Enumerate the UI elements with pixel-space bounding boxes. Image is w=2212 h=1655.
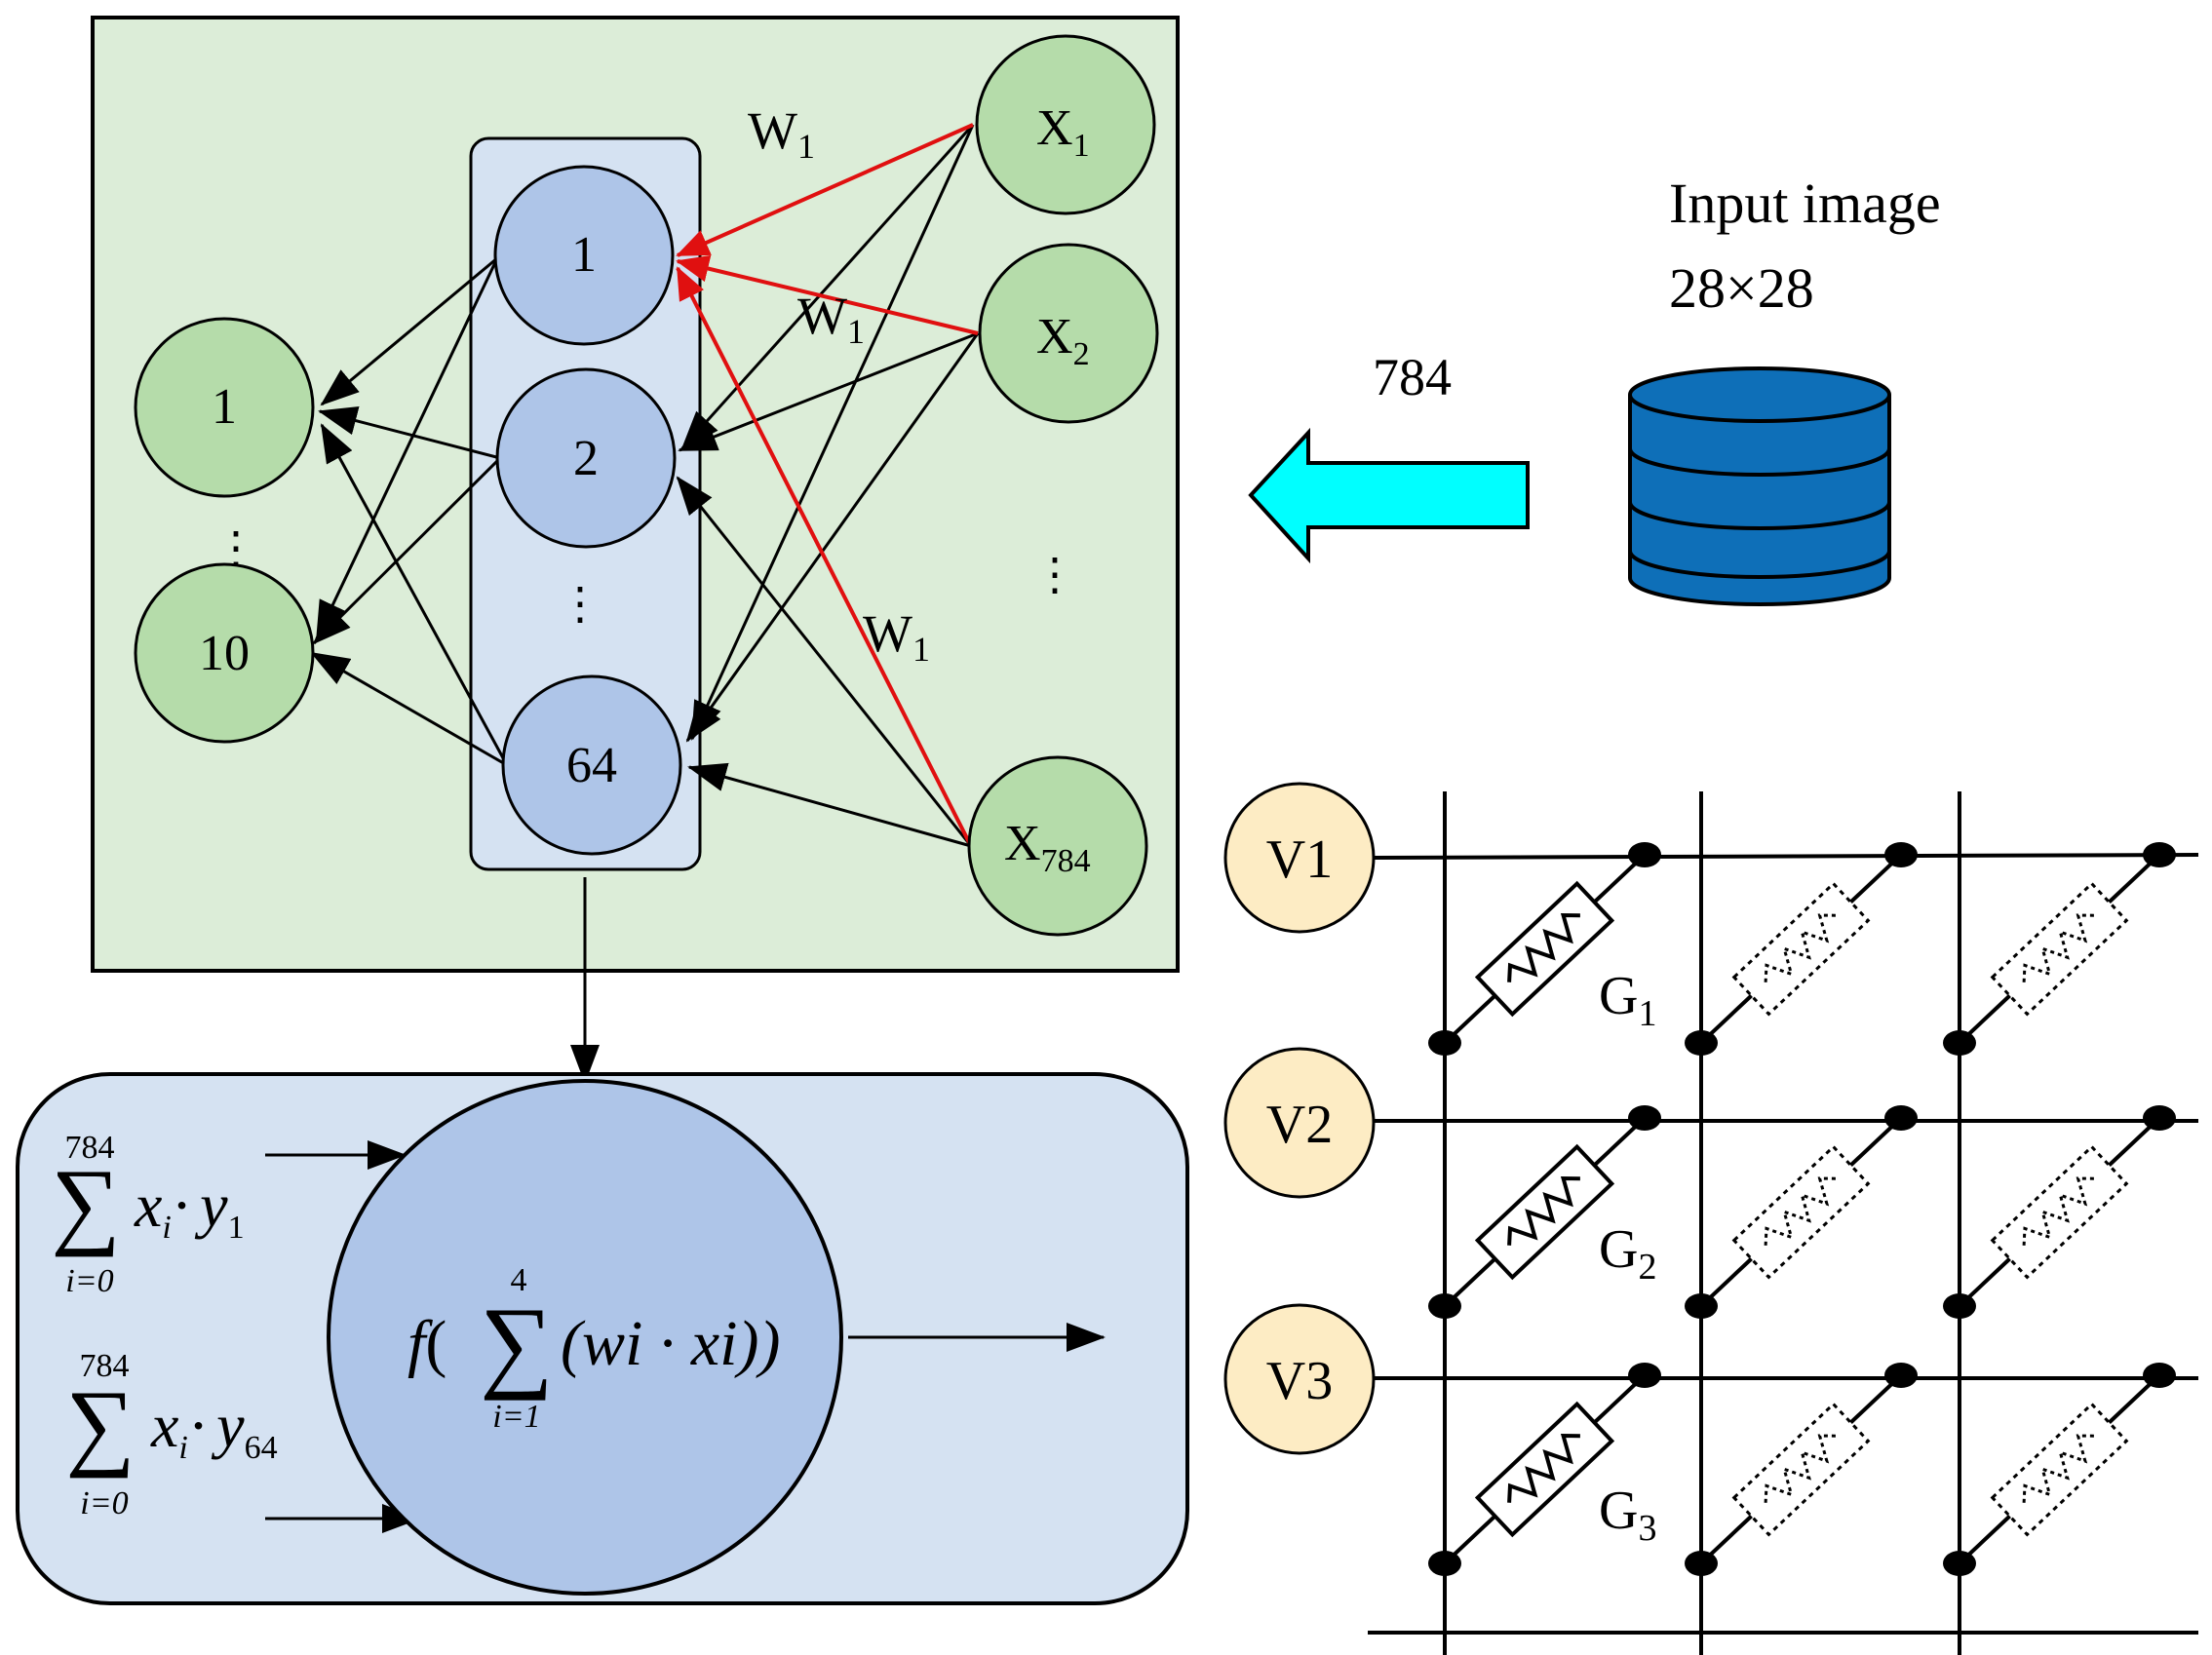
memristor-inactive [1943,1363,2176,1576]
memristor-inactive [1685,842,1918,1056]
activation-lower: i=1 [492,1399,540,1435]
input-node-x2: X2 [978,243,1159,424]
conductance-g3-label: G3 [1599,1481,1656,1549]
voltage-node-v2: V2 [1223,1047,1376,1199]
voltage-v1-label: V1 [1266,829,1333,890]
conductance-g1-label: G1 [1599,966,1656,1034]
hidden-node-2-label: 2 [573,431,599,486]
activation-body: (wi · xi)) [561,1308,780,1379]
output-node-10: 10 [134,562,315,744]
input-node-x1: X1 [975,34,1156,215]
activation-formula: f( 4 ∑ i=1 (wi · xi)) [407,1262,780,1435]
sum-top-term: xi·y1 [134,1171,245,1246]
hidden-node-64: 64 [501,674,682,856]
output-node-1: 1 [134,317,315,498]
input-ellipsis: ⋮ [1032,550,1077,599]
database-icon [1628,366,1891,606]
input-node-x784: X784 [967,755,1148,937]
hidden-node-1-label: 1 [571,227,597,283]
input-flow-arrow [1248,427,1530,564]
connections [310,123,980,1084]
hidden-ellipsis: ⋮ [558,579,602,629]
neuron-inputs [265,1140,1106,1533]
memristor-inactive [1943,842,2176,1056]
hidden-node-2: 2 [495,367,677,549]
memristor-active [1428,1363,1661,1576]
input-node-x784-label: X784 [1004,816,1091,879]
sum-bottom-term: xi·y64 [150,1391,278,1466]
conductance-g2-label: G2 [1599,1219,1656,1288]
sum-formula-top: 784 ∑ i=0 xi·y1 [51,1130,244,1299]
activation-sigma: ∑ [480,1287,554,1401]
weight-label-bottom: W1 [863,604,930,669]
sum-top-lower: i=0 [65,1263,113,1299]
sum-bottom-upper: 784 [80,1348,130,1384]
input-image-title: Input image [1669,172,1941,235]
memristor-active [1428,1105,1661,1319]
sum-bottom-lower: i=0 [80,1485,128,1521]
input-count-label: 784 [1373,348,1452,406]
sum-top-upper: 784 [65,1130,115,1166]
voltage-node-v3: V3 [1223,1303,1376,1455]
input-node-x2-label: X2 [1036,309,1090,372]
sum-top-sigma: ∑ [51,1149,120,1257]
memristor-inactive [1685,1363,1918,1576]
voltage-node-v1: V1 [1223,782,1376,934]
memristor-active [1428,842,1661,1056]
voltage-v3-label: V3 [1266,1351,1333,1411]
weight-connections [676,123,979,847]
hidden-node-1: 1 [493,165,675,346]
activation-upper: 4 [511,1262,527,1298]
sum-formula-bottom: 784 ∑ i=0 xi·y64 [65,1348,277,1521]
memristor-inactive [1943,1105,2176,1319]
memristor-inactive [1685,1105,1918,1319]
output-node-10-label: 10 [199,626,250,681]
hidden-node-64-label: 64 [566,738,617,793]
neuron-circle [327,1079,843,1596]
sum-bottom-sigma: ∑ [65,1370,135,1479]
voltage-v2-label: V2 [1266,1095,1333,1155]
weight-label-top: W1 [748,101,815,166]
activation-f: f( [407,1308,446,1379]
weight-label-middle: W1 [797,287,865,351]
input-node-x1-label: X1 [1036,100,1090,164]
output-node-1-label: 1 [212,379,237,435]
input-image-size: 28×28 [1669,256,1814,320]
crossbar-lines [1368,791,2199,1655]
memristor-cells [1428,842,2176,1576]
